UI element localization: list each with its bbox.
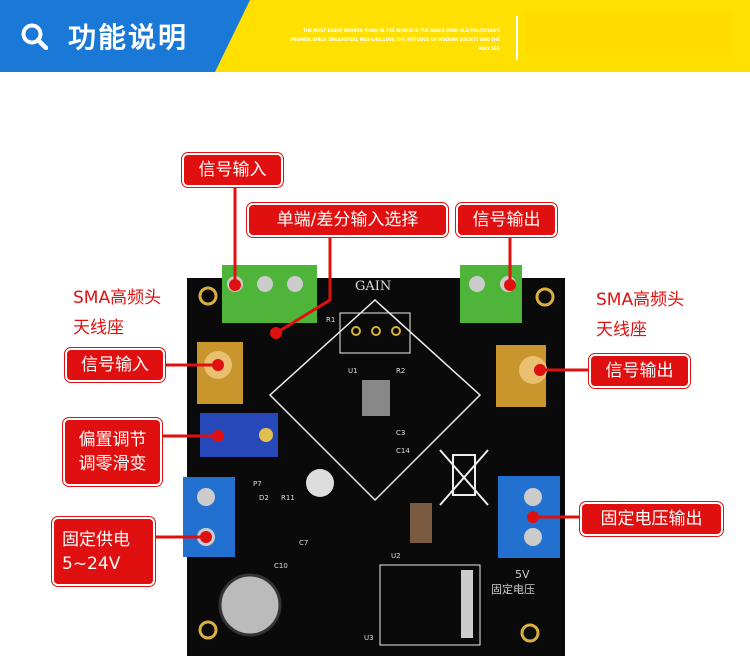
capacitor-large: [218, 573, 282, 637]
ref-label-c10: C10: [274, 562, 288, 570]
callout-dots: [200, 279, 546, 543]
ref-label-u1: U1: [348, 367, 358, 375]
header-banner: 功能说明 THE MOST EASILY BROKEN THING IN THE…: [0, 0, 750, 72]
voltage-label-cn: 固定电压: [491, 582, 535, 596]
component-ref-labels: R1 U1 R2 C14 C3 D2 R11 C10 C7 U2 U3 P7: [253, 316, 410, 642]
ref-label-p7: P7: [253, 480, 262, 488]
header-divider: [516, 16, 518, 60]
ref-label-c14: C14: [396, 447, 410, 455]
callout-bias-adjust: 偏置调节 调零滑变: [63, 418, 162, 486]
ref-label-r2: R2: [396, 367, 405, 375]
silkscreen-diamond: [268, 298, 482, 502]
ref-label-r11: R11: [281, 494, 295, 502]
callout-sma-right: SMA高频头 天线座: [596, 290, 685, 340]
search-icon: [21, 23, 48, 50]
ref-label-r1: R1: [326, 316, 335, 324]
callout-single-diff-select: 单端/差分输入选择: [247, 203, 448, 237]
gain-label: GAIN: [355, 279, 391, 294]
ref-label-c3: C3: [396, 429, 405, 437]
voltage-label: 5V: [515, 568, 530, 581]
ref-label-u2: U2: [391, 552, 401, 560]
page-title: 功能说明: [68, 21, 189, 54]
regulator-u3: [379, 564, 481, 646]
callout-signal-output-sma: 信号输出: [589, 354, 690, 388]
weee-icon: [439, 449, 489, 506]
terminal-output: [460, 265, 522, 323]
ic-u1: [362, 380, 390, 416]
callout-signal-output-top: 信号输出: [456, 203, 557, 237]
mount-holes: [198, 286, 555, 643]
terminal-input: [222, 265, 317, 323]
ref-label-u3: U3: [364, 634, 374, 642]
callout-fixed-voltage-output: 固定电压输出: [580, 502, 723, 536]
ref-label-c7: C7: [299, 539, 308, 547]
callout-signal-input-sma: 信号输入: [65, 348, 165, 382]
capacitor-small: [306, 469, 334, 497]
callout-lines: [155, 186, 589, 539]
callout-signal-input-top: 信号输入: [182, 153, 283, 187]
ref-label-d2: D2: [259, 494, 269, 502]
header-quote: THE MOST EASILY BROKEN THING IN THE WORL…: [290, 28, 500, 51]
header-box: [525, 12, 733, 54]
callout-sma-left: SMA高频头 天线座: [73, 288, 162, 338]
callout-power-supply: 固定供电 5~24V: [52, 517, 155, 586]
